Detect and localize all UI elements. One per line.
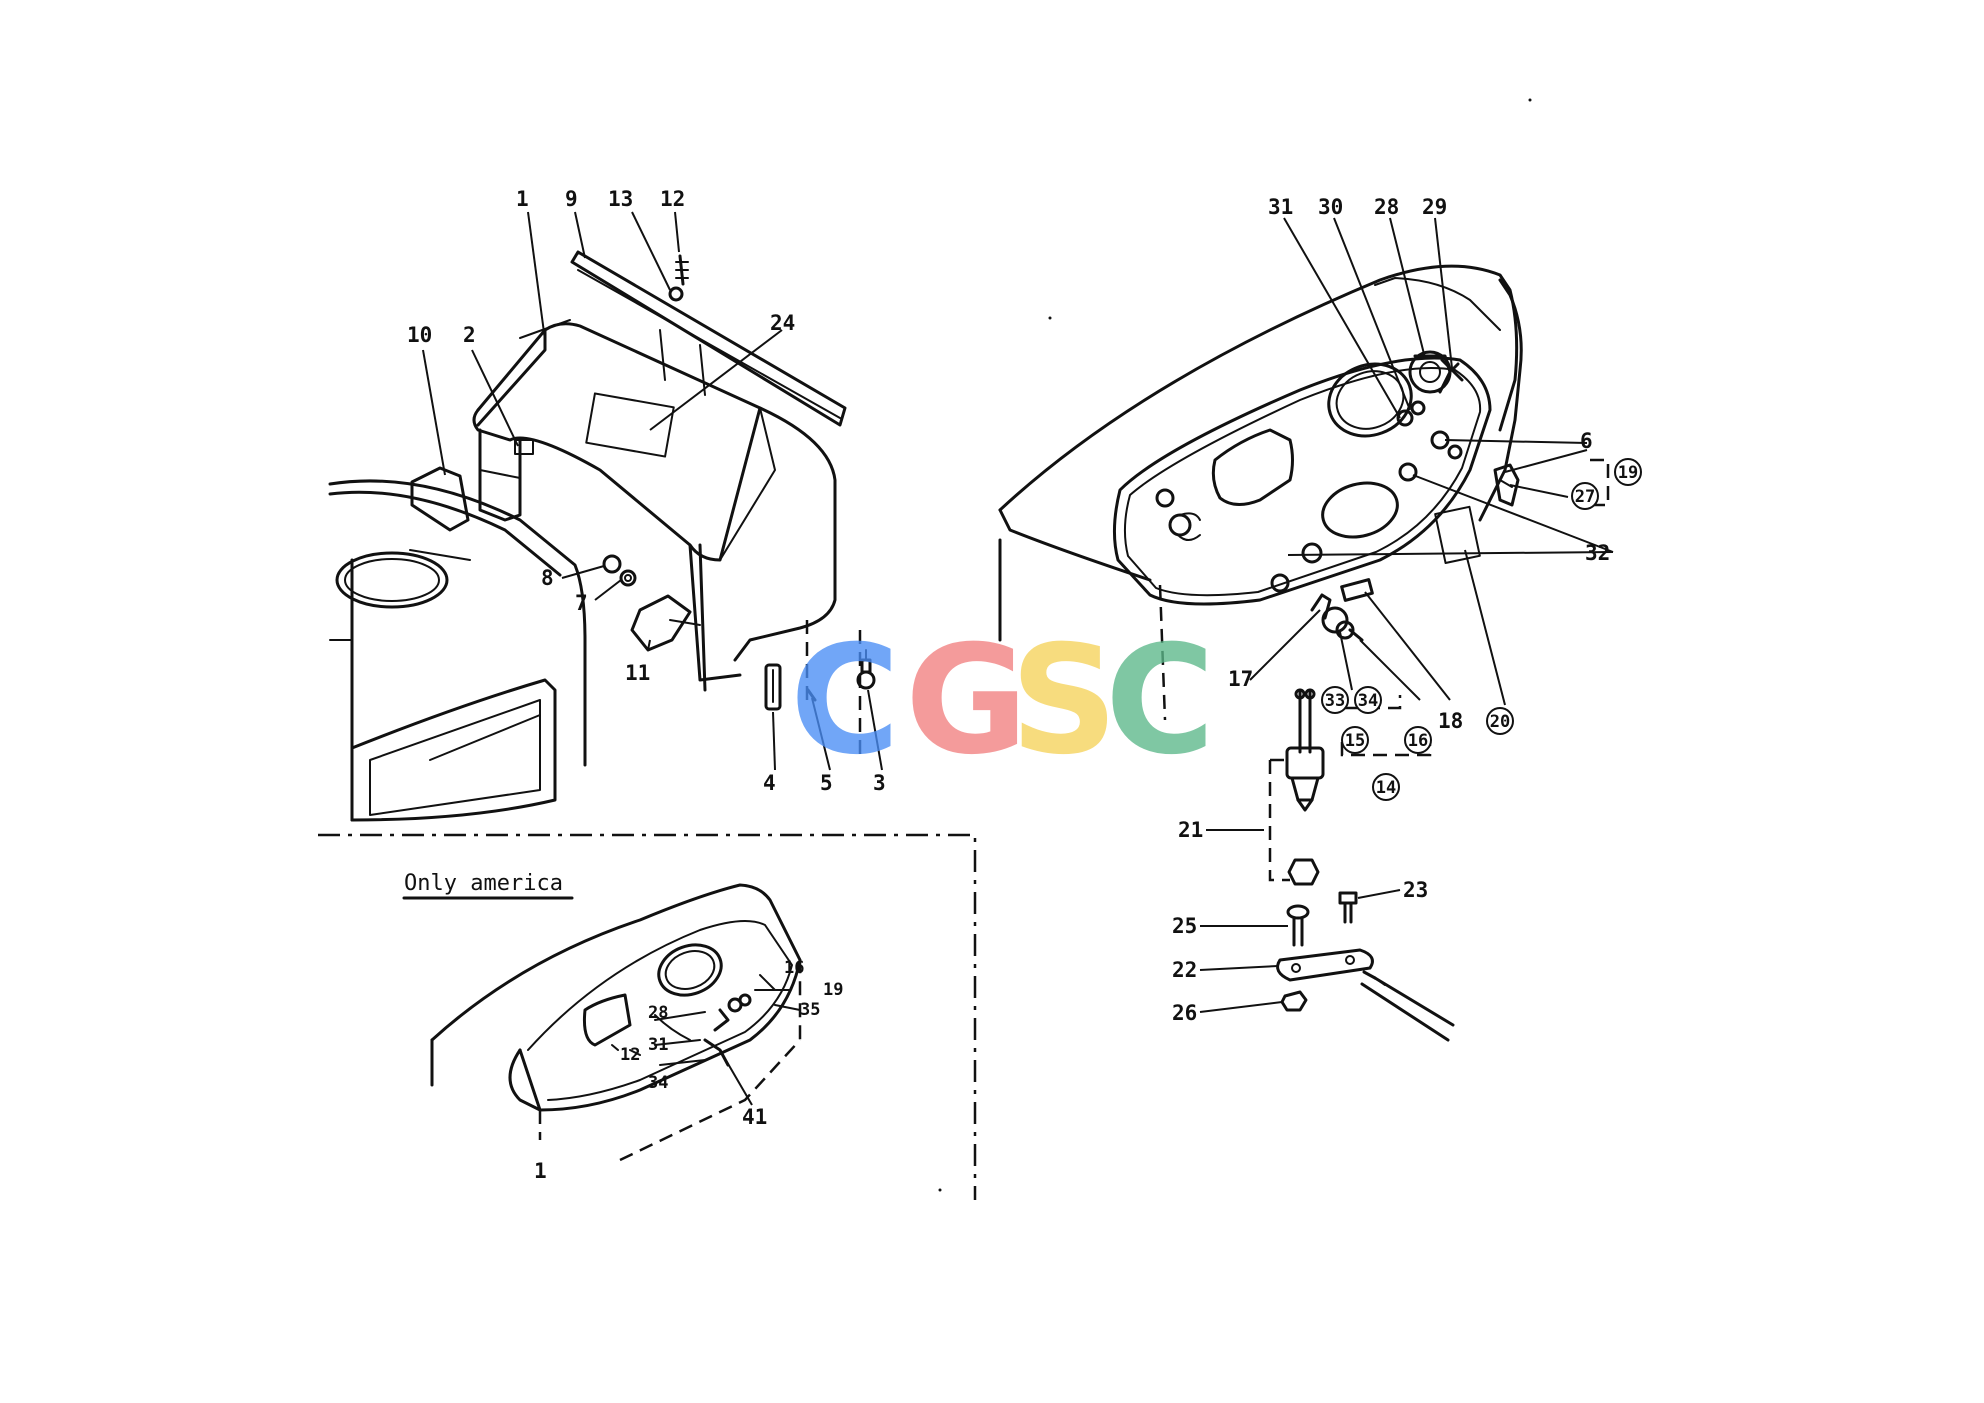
- hood-leaders: [422, 211, 883, 771]
- svg-text:12: 12: [620, 1045, 640, 1065]
- callout-19: 19: [1614, 458, 1642, 486]
- panel-labels: 31 30 28 29 6 19 27 32 17 33 34 18 20: [1172, 195, 1642, 1025]
- watermark-letter-s: S: [1010, 614, 1118, 788]
- label-16: 16: [1408, 731, 1428, 751]
- label-41: 41: [742, 1105, 767, 1129]
- label-13: 13: [608, 187, 633, 211]
- label-33: 33: [1325, 691, 1345, 711]
- label-34: 34: [1358, 691, 1378, 711]
- label-15: 15: [1345, 731, 1365, 751]
- instrument-panel: [998, 264, 1523, 721]
- svg-text:19: 19: [823, 980, 843, 1000]
- svg-text:16: 16: [784, 958, 804, 978]
- watermark-letter-c1: C: [790, 614, 900, 788]
- label-31: 31: [1268, 195, 1293, 219]
- svg-text:35: 35: [800, 1000, 820, 1020]
- label-20: 20: [1490, 712, 1510, 732]
- callout-33: 33: [1321, 686, 1349, 714]
- label-1: 1: [516, 187, 529, 211]
- inset-labels: Only america 41 1: [404, 871, 767, 1183]
- label-28: 28: [1374, 195, 1399, 219]
- label-11: 11: [625, 661, 650, 685]
- label-23: 23: [1403, 878, 1428, 902]
- label-5: 5: [820, 771, 833, 795]
- svg-text:34: 34: [648, 1073, 668, 1093]
- label-18: 18: [1438, 709, 1463, 733]
- callout-34: 34: [1354, 686, 1382, 714]
- svg-text:28: 28: [648, 1003, 668, 1023]
- label-4: 4: [763, 771, 776, 795]
- label-24: 24: [770, 311, 795, 335]
- callout-20: 20: [1486, 707, 1514, 735]
- panel-leaders: [1199, 217, 1614, 1013]
- label-6: 6: [1580, 429, 1593, 453]
- callout-16: 16: [1404, 726, 1432, 754]
- hood-assembly: [328, 250, 876, 822]
- label-8: 8: [541, 566, 554, 590]
- label-inset-1: 1: [534, 1159, 547, 1183]
- label-19: 19: [1618, 463, 1638, 483]
- label-9: 9: [565, 187, 578, 211]
- label-14: 14: [1376, 778, 1396, 798]
- label-30: 30: [1318, 195, 1343, 219]
- label-25: 25: [1172, 914, 1197, 938]
- label-17: 17: [1228, 667, 1253, 691]
- svg-text:31: 31: [648, 1035, 668, 1055]
- watermark-letter-c2: C: [1105, 614, 1215, 788]
- label-3: 3: [873, 771, 886, 795]
- label-7: 7: [575, 591, 588, 615]
- callout-14: 14: [1372, 773, 1400, 801]
- label-32: 32: [1585, 541, 1610, 565]
- label-10: 10: [407, 323, 432, 347]
- inset-box: 28 31 12 34 16 19 35: [318, 833, 977, 1200]
- inset-title: Only america: [404, 871, 563, 896]
- watermark-logo: C G S C: [790, 614, 1215, 788]
- label-21: 21: [1178, 818, 1203, 842]
- label-2: 2: [463, 323, 476, 347]
- label-12: 12: [660, 187, 685, 211]
- label-29: 29: [1422, 195, 1447, 219]
- main-labels: 1 9 13 12 10 2 24 8 7 11 4 5 3: [407, 187, 886, 795]
- label-22: 22: [1172, 958, 1197, 982]
- watermark-letter-g: G: [905, 614, 1028, 788]
- switch-parts: [1268, 688, 1455, 1042]
- label-26: 26: [1172, 1001, 1197, 1025]
- label-27: 27: [1575, 487, 1595, 507]
- callout-15: 15: [1341, 726, 1369, 754]
- callout-27: 27: [1571, 482, 1599, 510]
